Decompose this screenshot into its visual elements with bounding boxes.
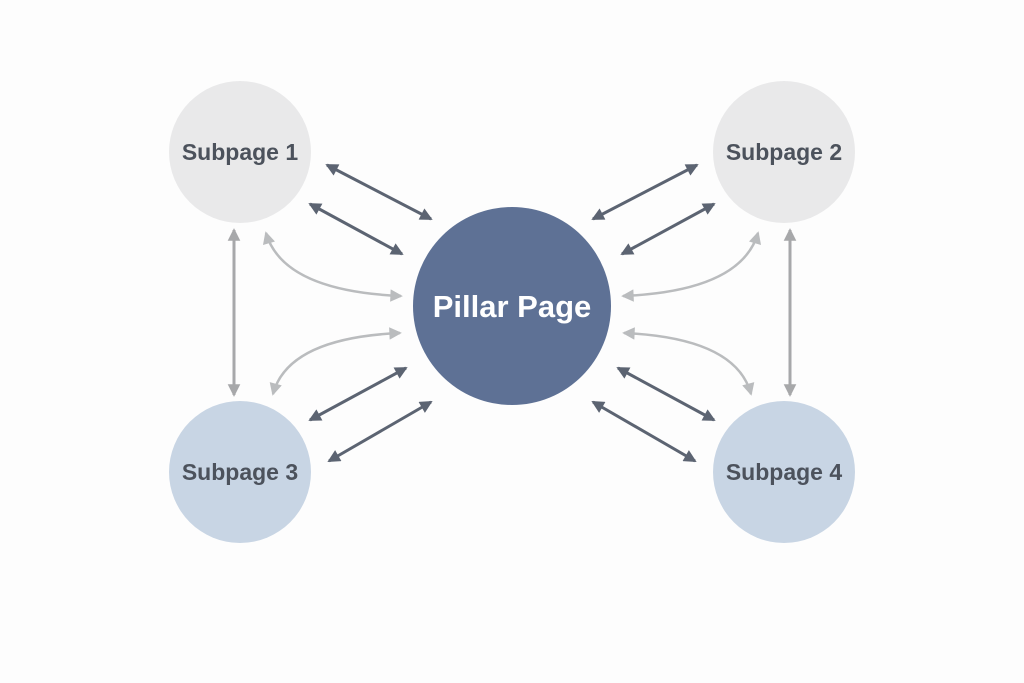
arrow-pillar-subpage4-a xyxy=(616,366,716,422)
subpage-4-circle xyxy=(713,401,855,543)
arrow-pillar-subpage3-b xyxy=(327,400,433,463)
curved-arrow-subpage2-pillar xyxy=(621,231,761,302)
pillar-page-label: Pillar Page xyxy=(433,289,592,324)
subpage-3-circle xyxy=(169,401,311,543)
arrow-pillar-subpage3-a xyxy=(308,366,408,422)
arrow-pillar-subpage1-a xyxy=(325,163,433,221)
arrow-pillar-subpage2-a xyxy=(591,163,699,221)
curved-arrow-subpage3-pillar xyxy=(269,327,402,396)
subpage-4-label: Subpage 4 xyxy=(726,459,843,485)
subpage-2-label: Subpage 2 xyxy=(726,139,842,165)
subpage-1-circle xyxy=(169,81,311,223)
pillar-page-circle xyxy=(413,207,611,405)
subpage-4-node: Subpage 4 xyxy=(713,401,855,543)
pillar-page-node: Pillar Page xyxy=(413,207,611,405)
subpage-3-label: Subpage 3 xyxy=(182,459,298,485)
subpage-1-label: Subpage 1 xyxy=(182,139,299,165)
arrow-pillar-subpage1-b xyxy=(308,202,404,256)
subpage-2-circle xyxy=(713,81,855,223)
curved-arrow-subpage1-pillar xyxy=(263,231,403,302)
subpage-3-node: Subpage 3 xyxy=(169,401,311,543)
subpage-2-node: Subpage 2 xyxy=(713,81,855,223)
arrow-pillar-subpage2-b xyxy=(620,202,716,256)
curved-arrow-subpage4-pillar xyxy=(622,327,755,396)
subpage-1-node: Subpage 1 xyxy=(169,81,311,223)
arrow-pillar-subpage4-b xyxy=(591,400,697,463)
